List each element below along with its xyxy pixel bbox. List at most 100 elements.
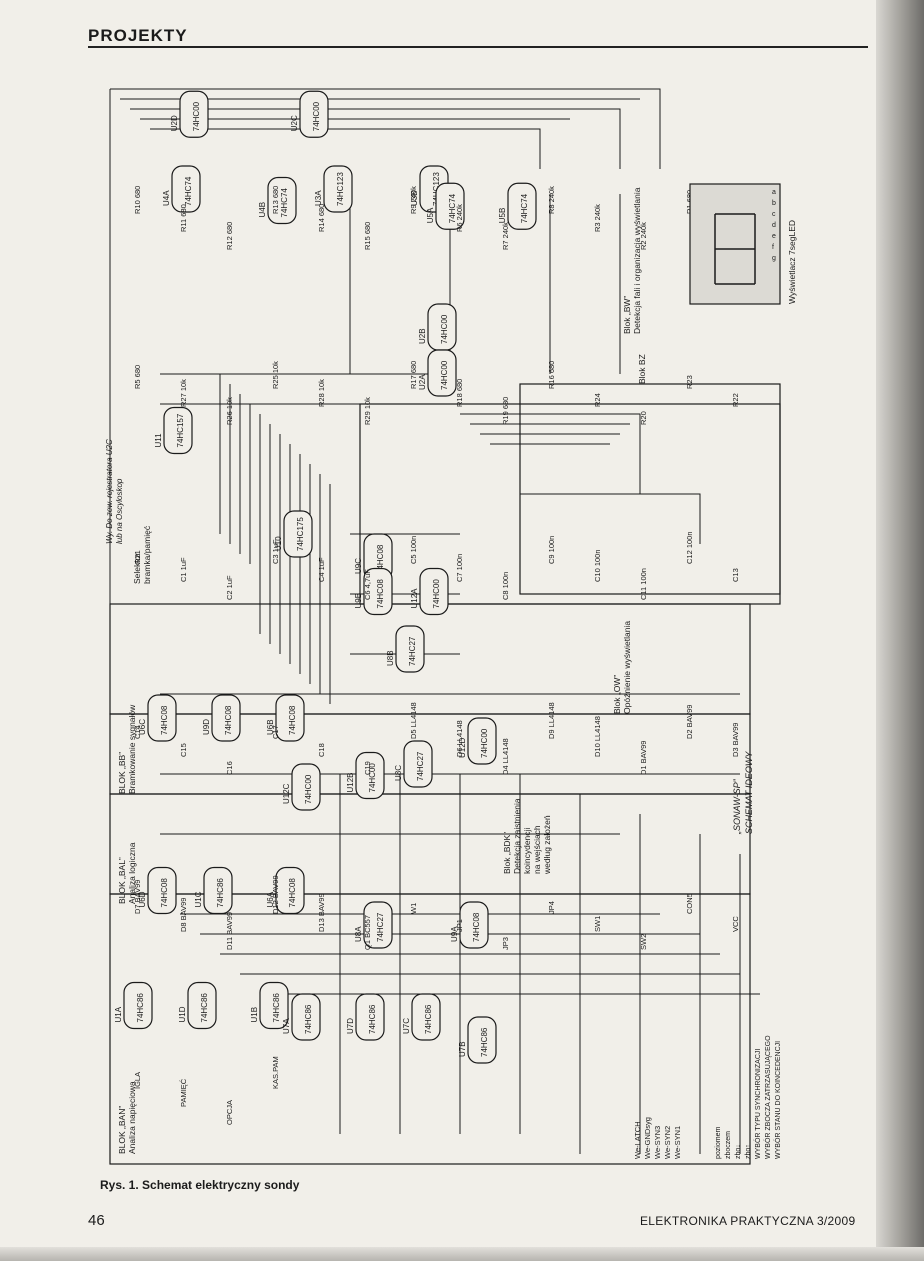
part-label: R26 10k [225,397,234,425]
part-label: C3 1uF [271,539,280,564]
block-label-bb: BLOK „BB” [117,752,127,794]
part-label: R13 680 [271,186,280,214]
block-frame-0 [109,603,751,715]
chip-ref: U4A [162,190,171,206]
chip-part: 74HC157 [176,413,185,447]
gate-body [427,349,457,397]
chip-ref: U12B [346,772,355,792]
chip-part: 74HC86 [136,993,145,1023]
gate-body [275,866,305,915]
part-label: W1 [409,903,418,914]
part-label: D12 BAV99 [271,875,280,914]
segment-pin: d [772,222,776,229]
gate-body [467,717,497,765]
chip-ref: U5B [498,208,507,224]
block-label-ow: Opóźnienie wyświetlania [622,621,632,714]
chip-ref: U2B [418,328,427,344]
gate-body [187,981,217,1030]
segment-pin: g [772,255,776,262]
part-label: D7 BAV99 [133,880,142,914]
switch-note: WYBÓR TYPU SYNCHRONIZACJI [753,1049,762,1159]
part-label: R12 680 [225,222,234,250]
chip-part: 74HC00 [368,763,377,793]
gate-body [355,751,385,800]
part-label: C8 100n [501,572,510,600]
part-label: SW1 [593,916,602,932]
chip-ref: U8A [354,926,363,942]
chip-part: 74HC08 [472,912,481,942]
segment-pin: f [772,244,774,251]
part-label: KAS.PAM [271,1056,280,1089]
part-label: C12 100n [685,531,694,564]
chip-part: 74HC00 [440,314,449,344]
chip-ref: U9B [354,593,363,609]
part-label: C17 [271,725,280,739]
chip-ref: U6D [138,891,147,907]
chip-ref: U5A [426,207,435,223]
part-label: VCC [731,916,740,932]
gate-body [123,981,153,1030]
chip-part: 74HC08 [160,878,169,908]
switch-note: zbo↑ [745,1144,752,1159]
part-label: C13 [731,568,740,582]
segment-pin: e [772,233,776,240]
switch-note: zbo↓ [735,1144,742,1159]
part-label: C6 4,7uF [363,569,372,600]
chip-part: 74HC08 [288,705,297,735]
part-label: C18 [317,743,326,757]
gate-body [459,901,489,949]
part-label: JP3 [501,937,510,950]
chip-ref: U12C [282,783,291,804]
segment-pin: b [772,200,776,207]
part-label: R7 240k [501,222,510,250]
part-label: C2 1uF [225,575,234,600]
part-label: R19 680 [501,397,510,425]
chip-ref: U2A [418,374,427,390]
gate-body [275,694,305,742]
probe-input: We-GNDsyg [643,1117,652,1159]
block-label-bdk: koincydencji [522,828,532,874]
switch-note: poziomem [715,1127,722,1159]
part-label: R8 240k [547,186,556,214]
part-label: C10 100n [593,549,602,582]
part-label: R20 [639,411,648,425]
chip-part: 74HC86 [216,878,225,908]
chip-part: 74HC00 [480,728,489,758]
part-label: R23 [685,375,694,389]
part-label: R22 [731,393,740,407]
part-label: SW2 [639,934,648,950]
chip-part: 74HC00 [432,579,441,609]
gate-body [171,165,201,213]
part-label: R2 240k [639,222,648,250]
part-label: R9 240k [409,186,418,214]
part-label: PAMIĘĆ [179,1078,188,1107]
probe-input: We-SYN2 [663,1126,672,1159]
gate-body [179,90,209,138]
chip-part: 74HC08 [376,544,385,574]
schematic-title-line: „SONAW-SP” [732,778,742,835]
part-label: D13 BAV99 [317,893,326,932]
chip-ref: U7D [346,1018,355,1034]
part-label: C11 100n [639,568,648,600]
part-label: C19 [363,761,372,775]
schematic-title: „SONAW-SP”SCHEMAT IDEOWY [732,751,754,835]
display-label: Wyświetlacz 7segLED [787,220,797,304]
part-label: D1 BAV99 [639,741,648,775]
part-label: R14 680 [317,204,326,232]
chip-ref: U1D [178,1006,187,1022]
chip-part: 74HC74 [520,193,529,223]
gate-body [363,901,393,949]
wire-network [109,88,760,1164]
